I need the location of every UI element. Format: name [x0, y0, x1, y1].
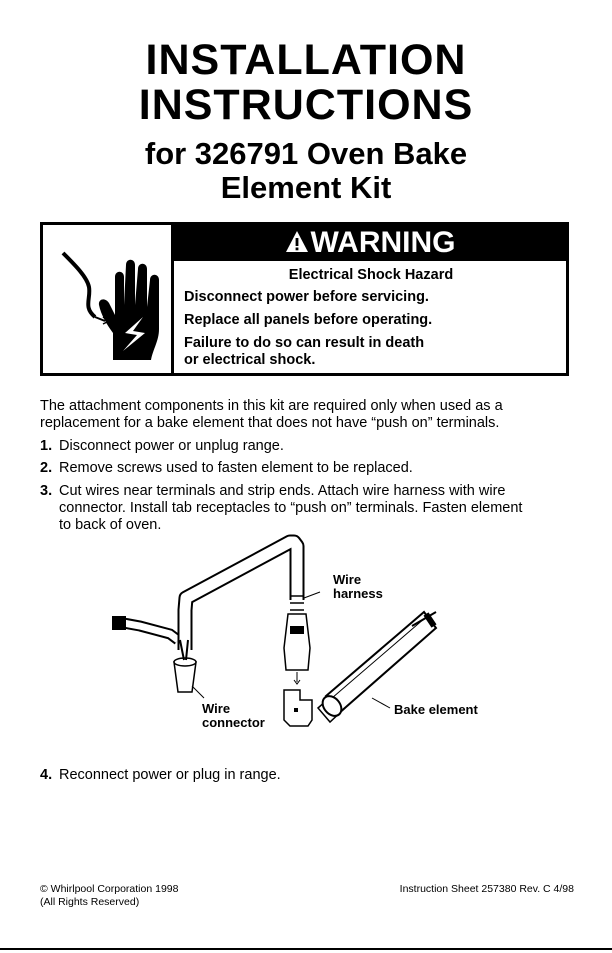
subtitle-line-1: for 326791 Oven Bake [144, 136, 468, 171]
step-text: Disconnect power or unplug range. [59, 438, 284, 454]
step-text: Remove screws used to fasten element to … [59, 460, 413, 476]
label-wire-harness-2: harness [333, 586, 383, 601]
step-number: 3. [40, 483, 53, 499]
label-wire-connector-1: Wire [202, 701, 230, 716]
step-text: Reconnect power or plug in range. [59, 767, 281, 783]
alert-triangle-icon [285, 231, 308, 252]
rights-text: (All Rights Reserved) [40, 896, 140, 908]
page-bottom-rule [0, 948, 612, 950]
step-3: 3. Cut wires near terminals and strip en… [40, 483, 575, 534]
shock-hazard-icon [43, 225, 174, 373]
footer-right: Instruction Sheet 257380 Rev. C 4/98 [400, 883, 574, 896]
label-wire-connector-2: connector [202, 715, 265, 730]
title-line-1: INSTALLATION [145, 36, 467, 84]
step-text: to back of oven. [59, 517, 162, 533]
warning-text: Electrical Shock Hazard Disconnect power… [184, 267, 558, 375]
intro-paragraph: The attachment components in this kit ar… [40, 398, 575, 432]
step-text: Cut wires near terminals and strip ends.… [59, 483, 506, 499]
bake-element-illustration [283, 610, 438, 727]
wire-connector-illustration [173, 639, 197, 693]
step-2: 2. Remove screws used to fasten element … [40, 460, 575, 477]
intro-line: The attachment components in this kit ar… [40, 398, 503, 414]
intro-line: replacement for a bake element that does… [40, 415, 500, 431]
wire-harness-illustration [112, 534, 311, 671]
instruction-sheet-number: Instruction Sheet 257380 Rev. C 4/98 [399, 883, 574, 895]
installation-diagram: Wire harness Wire connector Bake element [112, 534, 478, 730]
warning-line: or electrical shock. [184, 352, 316, 368]
title-line-2: INSTRUCTIONS [138, 81, 474, 129]
step-number: 1. [40, 438, 53, 454]
copyright-text: © Whirlpool Corporation 1998 [40, 883, 179, 895]
warning-line: Failure to do so can result in death [184, 335, 425, 351]
warning-header: WARNING [174, 225, 566, 261]
label-wire-harness-1: Wire [333, 572, 361, 587]
step-number: 2. [40, 460, 53, 476]
warning-box: WARNING Electrical Shock Hazard Disconne… [40, 222, 569, 376]
warning-line: Replace all panels before operating. [184, 312, 433, 328]
hazard-title: Electrical Shock Hazard [288, 267, 454, 283]
warning-line: Disconnect power before servicing. [184, 289, 429, 305]
step-4: 4. Reconnect power or plug in range. [40, 767, 575, 784]
step-1: 1. Disconnect power or unplug range. [40, 438, 575, 455]
subtitle-line-2: Element Kit [220, 170, 392, 205]
step-text: connector. Install tab receptacles to “p… [59, 500, 523, 516]
footer-left: © Whirlpool Corporation 1998 (All Rights… [40, 883, 178, 909]
warning-header-label: WARNING [310, 226, 456, 259]
label-bake-element: Bake element [394, 702, 478, 717]
step-number: 4. [40, 767, 53, 783]
